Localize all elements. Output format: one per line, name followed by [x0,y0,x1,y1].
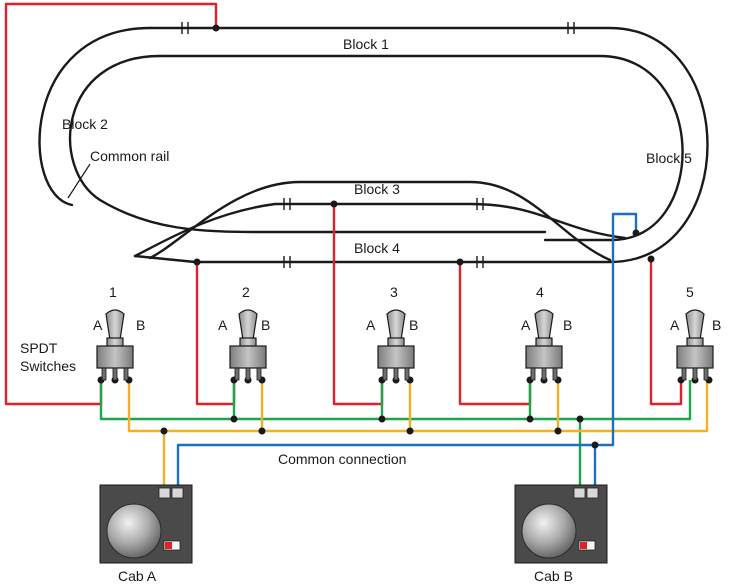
spdt-switch-5[interactable] [676,309,714,381]
switch-3-number: 3 [390,284,398,300]
switch-3-b: B [409,317,418,333]
green-drops [232,380,532,419]
track-layout [38,26,709,264]
switch-5-b: B [712,317,721,333]
yellow-drops [260,380,560,431]
cab-b-label: Cab B [534,568,573,584]
block-4-label: Block 4 [354,240,400,256]
common-rail-pointer [67,163,91,199]
switch-5-number: 5 [686,284,694,300]
switch-3-a: A [366,317,376,333]
red-wire-block5 [649,259,683,406]
switch-2-number: 2 [242,284,250,300]
cab-b-knob[interactable] [521,503,577,559]
inner-siding-outer-rail [133,202,627,258]
spdt-label: SPDT [20,340,58,356]
spdt-switch-4[interactable] [525,309,563,381]
block-1-label: Block 1 [343,36,389,52]
switch-2-a: A [218,317,228,333]
switches-label: Switches [20,358,76,374]
switch-1-b: B [136,317,145,333]
switch-4-a: A [521,317,531,333]
red-wire-block4 [458,262,532,406]
spdt-switch-1[interactable] [96,309,134,381]
switch-4-b: B [563,317,572,333]
switch-1-a: A [93,317,103,333]
outer-loop-left-inner [69,54,547,234]
switch-2-b: B [261,317,270,333]
inner-siding-inner-rail [148,180,612,262]
common-connection-label: Common connection [278,451,406,467]
yellow-bus [127,380,709,433]
blue-common [176,212,638,493]
block-2-label: Block 2 [62,116,108,132]
switch-4-number: 4 [536,284,544,300]
common-rail-label: Common rail [90,148,169,164]
block-3-label: Block 3 [354,181,400,197]
cab-b-terminal-1 [573,487,586,499]
outer-loop-outer-rail [133,26,709,264]
cab-b-terminal-2 [586,487,599,499]
switch-5-a: A [670,317,680,333]
cab-b[interactable] [514,484,608,564]
cab-a-label: Cab A [118,568,157,584]
switch-1-number: 1 [109,284,117,300]
cab-a-knob[interactable] [106,503,162,559]
red-wire-block3 [332,204,384,406]
cab-a[interactable] [99,484,193,564]
outer-loop-left-outer [38,26,152,207]
cab-a-terminal-1 [158,487,171,499]
red-wire-block2 [195,262,236,406]
green-bus [99,380,692,421]
cab-a-terminal-2 [171,487,184,499]
rail-gaps [181,22,575,268]
block-5-label: Block 5 [646,150,692,166]
